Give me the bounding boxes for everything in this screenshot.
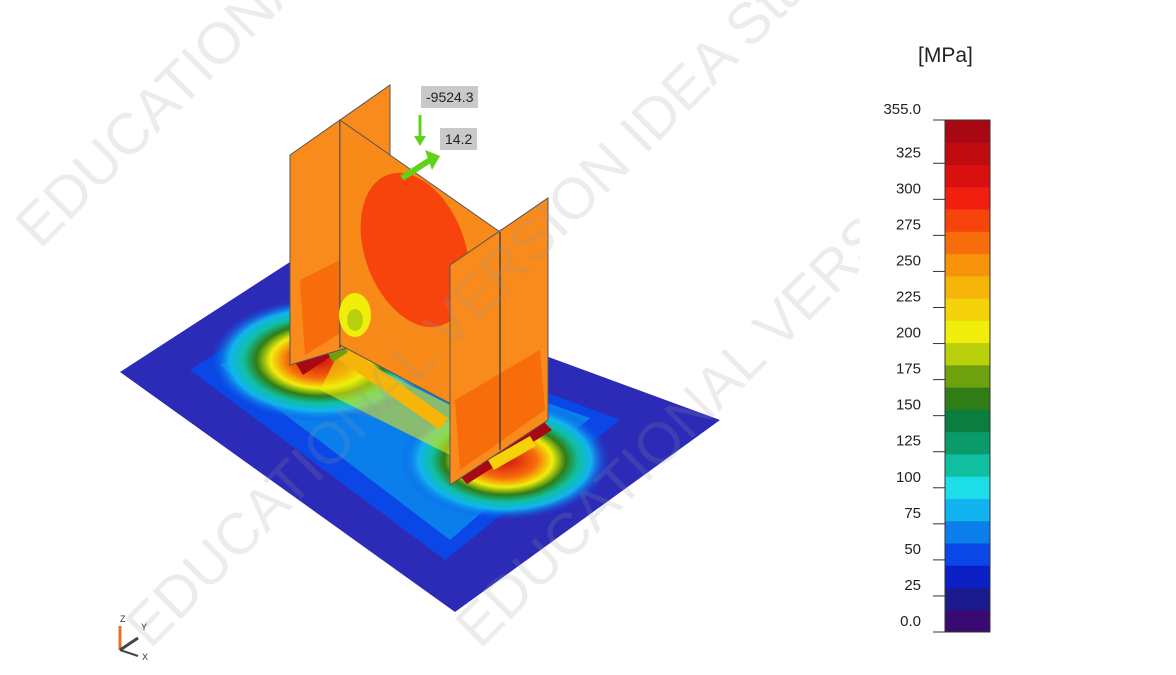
legend-tick-label: 125 xyxy=(896,433,921,450)
weld-strip xyxy=(337,345,448,430)
legend-color-band xyxy=(945,231,990,255)
legend-color-band xyxy=(945,520,990,544)
legend-color-band xyxy=(945,142,990,166)
shear-load-arrow xyxy=(400,157,432,181)
legend-tick-label: 250 xyxy=(896,252,921,269)
weld-pad-right xyxy=(488,436,536,470)
axis-y-label: Y xyxy=(141,622,147,632)
axis-triad: Z Y X xyxy=(118,614,148,662)
legend-color-band xyxy=(945,298,990,321)
legend-color-band xyxy=(945,186,990,210)
axial-load-value: -9524.3 xyxy=(421,86,479,108)
legend-color-band xyxy=(945,476,990,499)
flange-back-hot xyxy=(300,260,345,355)
legend-unit: [MPa] xyxy=(918,44,973,67)
legend-tick-label: 175 xyxy=(896,361,921,378)
legend-color-band xyxy=(945,587,990,611)
legend-color-band xyxy=(945,565,990,588)
legend-color-band xyxy=(945,320,990,344)
legend-color-band xyxy=(945,387,990,410)
legend-tick-label: 25 xyxy=(904,577,921,594)
legend-tick-label: 300 xyxy=(896,180,921,197)
legend-color-band xyxy=(945,164,990,188)
legend-color-band xyxy=(945,364,990,388)
legend-color-band xyxy=(945,453,990,477)
legend-tick-label: 150 xyxy=(896,397,921,414)
legend-color-band xyxy=(945,342,990,366)
legend-tick-label: 0.0 xyxy=(900,613,921,630)
legend-color-band xyxy=(945,275,990,299)
legend-tick-label: 50 xyxy=(904,541,921,558)
legend-color-band xyxy=(945,609,990,633)
axis-x-label: X xyxy=(142,652,148,662)
legend-frame xyxy=(944,119,991,633)
stress-contour-model[interactable]: EDUCATIONAL VERSION IDEA StatiCa EDUCATI… xyxy=(0,0,860,675)
web-hot-zone xyxy=(360,172,470,328)
legend-color-band xyxy=(945,498,990,522)
legend-tick-label: 275 xyxy=(896,216,921,233)
legend-tick-label: 355.0 xyxy=(883,101,921,118)
legend-color-band xyxy=(945,120,990,143)
legend-tick-label: 225 xyxy=(896,288,921,305)
legend-color-band xyxy=(945,209,990,232)
legend-tick-label: 75 xyxy=(904,505,921,522)
legend-color-band xyxy=(945,409,990,433)
web-stress-core xyxy=(347,309,363,331)
legend-color-band xyxy=(945,253,990,277)
legend-tick-label: 100 xyxy=(896,469,921,486)
legend-tick-label: 325 xyxy=(896,144,921,161)
axial-load-arrowhead xyxy=(414,136,426,146)
weld-right xyxy=(455,418,552,484)
legend-tick-label: 200 xyxy=(896,325,921,342)
axis-z-label: Z xyxy=(120,614,126,624)
shear-load-value: 14.2 xyxy=(440,128,478,150)
shear-load-arrowhead xyxy=(425,150,440,170)
legend-color-band xyxy=(945,431,990,455)
legend-color-band xyxy=(945,542,990,566)
